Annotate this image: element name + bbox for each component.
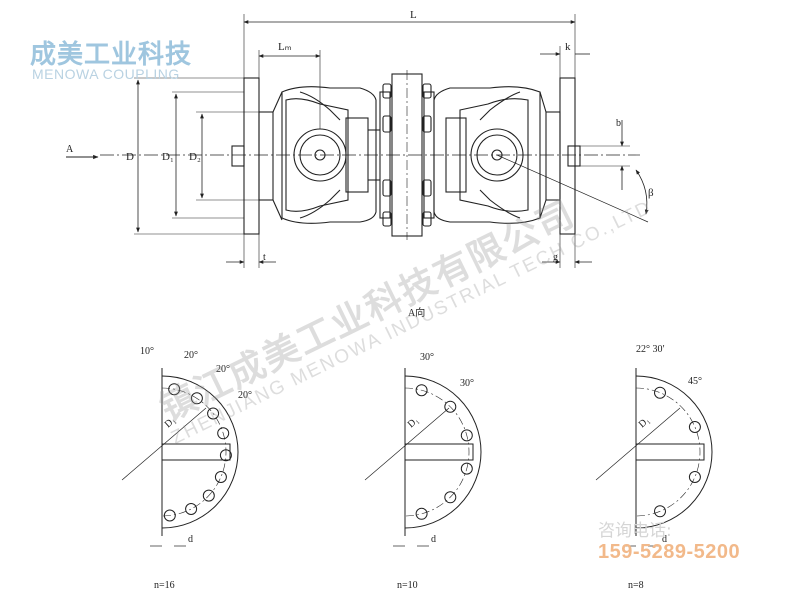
- bolt-hole: [185, 503, 198, 515]
- D1-leader: [595, 407, 681, 481]
- dim-D2: D₂: [189, 151, 201, 163]
- dim-g: g: [553, 252, 558, 263]
- bolt-hole: [219, 449, 232, 462]
- flange-outer-arc: [404, 375, 482, 529]
- bolt-hole: [415, 384, 428, 397]
- bolt-hole: [688, 471, 701, 483]
- bolt-circle-line: [404, 387, 470, 517]
- left-joint: [281, 86, 380, 224]
- dim-D: D: [126, 151, 134, 163]
- flange-d-label: d: [431, 534, 436, 545]
- flange-key: [404, 443, 474, 461]
- flange-angle-label: 20°: [216, 364, 230, 375]
- arrow-A-label: A: [66, 144, 74, 155]
- bolt-hole: [202, 489, 215, 502]
- flange-angle-label: 20°: [238, 390, 252, 401]
- flange-n-label: n=10: [397, 580, 418, 591]
- dim-D1: D₁: [162, 151, 174, 163]
- brand-logo-cn: 成美工业科技: [30, 40, 193, 70]
- dim-t: t: [263, 252, 266, 263]
- flange-D1-label: D₁: [406, 415, 421, 430]
- flange-n-label: n=16: [154, 580, 175, 591]
- bolt-hole: [415, 507, 428, 520]
- right-flange: [539, 77, 581, 235]
- bolt-hole: [688, 421, 701, 433]
- D1-leader: [364, 407, 450, 481]
- bolt-hole: [207, 407, 220, 420]
- dim-Lm: Lₘ: [278, 41, 292, 53]
- bolt-circle-line: [635, 387, 701, 517]
- flange-angle-label: 10°: [140, 346, 154, 357]
- flange-outer-arc: [635, 375, 713, 529]
- contact-phone[interactable]: 159-5289-5200: [598, 541, 741, 563]
- left-flange: [231, 77, 283, 235]
- flange-key: [161, 443, 231, 461]
- view-caption: A向: [408, 306, 425, 319]
- flange-angle-label: 22° 30′: [636, 344, 665, 355]
- flange-angle-label: 30°: [460, 378, 474, 389]
- bolt-hole: [444, 491, 457, 504]
- bolt-hole: [217, 427, 230, 440]
- bolt-hole: [214, 471, 227, 483]
- flange-angle-label: 45°: [688, 376, 702, 387]
- flange-d-label: d: [662, 534, 667, 545]
- flange-angle-label: 20°: [184, 350, 198, 361]
- flange-d-label: d: [188, 534, 193, 545]
- D1-leader: [121, 407, 207, 481]
- bolt-hole: [444, 400, 457, 413]
- dim-k: k: [565, 41, 571, 53]
- dim-b: b: [616, 118, 621, 129]
- flange-view-2: D₁ d n=10 30° 30°: [364, 352, 482, 591]
- bolt-hole: [163, 509, 176, 522]
- flange-key: [635, 443, 705, 461]
- bolt-hole: [654, 505, 666, 518]
- bolt-hole: [654, 386, 666, 399]
- flange-D1-label: D₁: [637, 415, 652, 430]
- brand-logo-en: MENOWA COUPLING: [32, 66, 180, 82]
- flange-outer-arc: [161, 375, 239, 529]
- bolt-hole: [190, 392, 203, 405]
- side-view: [66, 14, 649, 268]
- bolt-hole: [460, 462, 473, 475]
- dim-beta: β: [648, 187, 654, 199]
- bolt-hole: [168, 383, 181, 396]
- flange-n-label: n=8: [628, 580, 644, 591]
- contact-label: 咨询电话:: [598, 521, 672, 541]
- bolt-hole: [460, 429, 473, 442]
- bolt-circle-line: [161, 387, 227, 517]
- dim-L: L: [410, 9, 417, 21]
- flange-angle-label: 30°: [420, 352, 434, 363]
